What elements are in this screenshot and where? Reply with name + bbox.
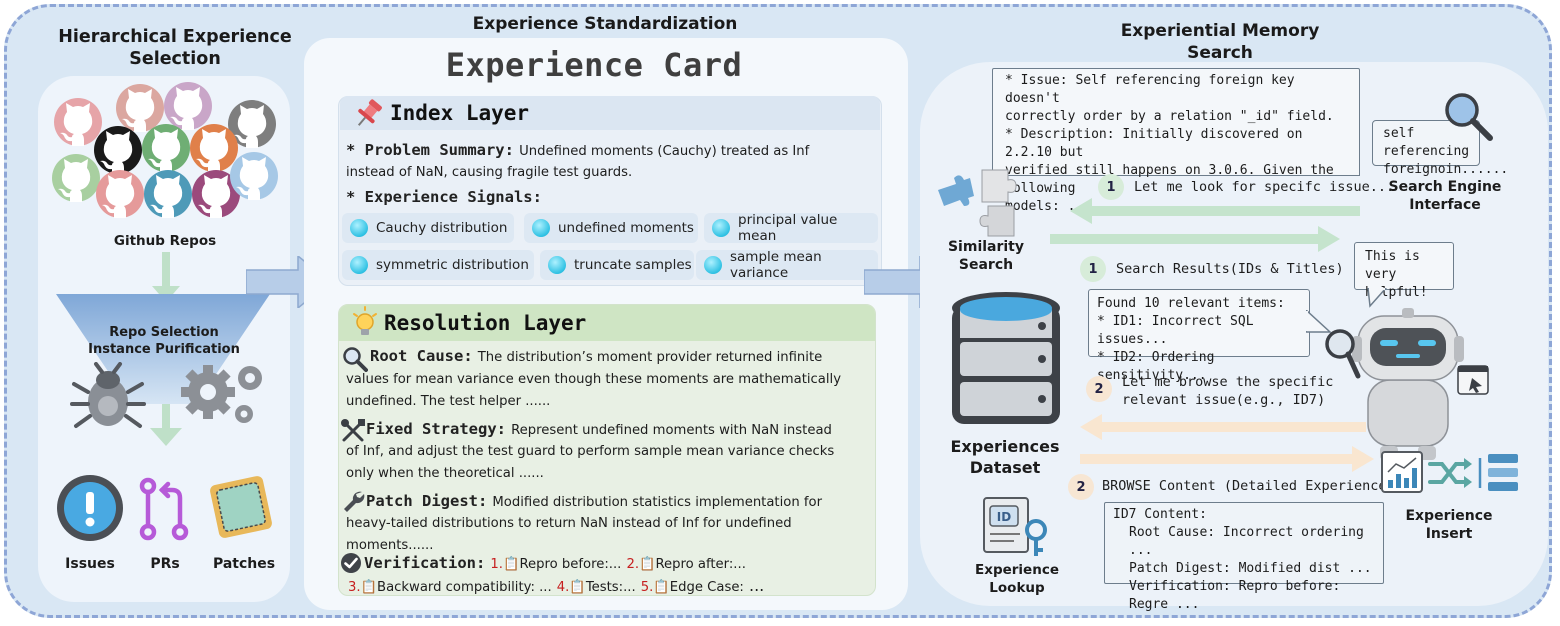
step-number-badge: 1 <box>1098 174 1124 200</box>
signal-dot-icon <box>350 219 368 237</box>
id-card-icon: ID <box>983 497 1047 556</box>
root-cause-line-3: undefined. The test helper ...... <box>346 394 551 409</box>
arrow-step-1-results <box>1050 226 1340 252</box>
id7-content-card: ID7 Content: Root Cause: Incorrect order… <box>1104 502 1384 612</box>
wrench-icon <box>344 491 365 512</box>
prs-label: PRs <box>150 556 180 572</box>
resolution-layer-title: Resolution Layer <box>384 311 587 335</box>
root-cause-label: Root Cause: <box>370 347 473 365</box>
step-number-badge: 1 <box>1080 256 1106 282</box>
signal-chip: undefined moments <box>524 213 698 243</box>
experience-lookup-label: Experience Lookup <box>975 562 1059 596</box>
patch-digest-line-1: Patch Digest: Modified distribution stat… <box>366 492 823 510</box>
arrow-step-2-content <box>1080 446 1374 472</box>
left-panel-title: Hierarchical Experience Selection <box>58 27 292 69</box>
signal-chip: symmetric distribution <box>342 250 534 280</box>
resolution-layer-box <box>338 304 876 596</box>
signal-dot-icon <box>548 256 566 274</box>
root-cause-line-2: values for mean variance even though the… <box>346 372 842 387</box>
signal-dot-icon <box>712 219 730 237</box>
issues-icon <box>57 475 123 541</box>
issues-label: Issues <box>65 556 115 572</box>
signal-chip: Cauchy distribution <box>342 213 514 243</box>
github-repos-label: Github Repos <box>113 233 217 249</box>
funnel-shape <box>56 294 270 404</box>
search-engine-interface-label: Search Engine Interface <box>1388 179 1502 213</box>
resolution-layer-header <box>339 305 875 341</box>
step-number-badge: 2 <box>1068 474 1094 500</box>
verification-label: Verification: <box>364 554 486 572</box>
patch-digest-line-3: moments...... <box>346 538 434 553</box>
step-1-results-text: Search Results(IDs & Titles) <box>1116 261 1344 277</box>
svg-text:ID: ID <box>997 510 1011 524</box>
patch-digest-line-2: heavy-tailed distributions to return NaN… <box>346 516 792 531</box>
root-cause-line-1: Root Cause: The distribution’s moment pr… <box>370 347 823 365</box>
problem-summary: * Problem Summary: Undefined moments (Ca… <box>346 140 876 163</box>
signal-chip: sample mean variance <box>696 249 878 281</box>
puzzle-icon <box>938 169 1017 237</box>
clipboard-icon: 📋 <box>360 580 378 595</box>
lightbulb-icon <box>353 306 377 335</box>
step-number-badge: 2 <box>1086 376 1112 402</box>
gears-icon <box>181 365 262 423</box>
search-icon <box>1445 93 1493 141</box>
magnifier-icon <box>343 347 368 372</box>
results-box-pointer <box>1306 310 1332 333</box>
signal-dot-icon <box>350 256 368 274</box>
experiences-dataset-label: Experiences Dataset <box>950 437 1060 477</box>
index-layer-title: Index Layer <box>390 101 530 125</box>
similarity-search-label: Similarity Search <box>947 239 1025 273</box>
shuffle-icon <box>1428 462 1468 484</box>
step-1-request-text: Let me look for specifc issue... <box>1134 179 1395 195</box>
step-2-content-text: BROWSE Content (Detailed Experience) <box>1102 478 1395 494</box>
signal-dot-icon <box>704 256 722 274</box>
robot-assistant-icon <box>1325 308 1489 460</box>
verification-line-2: 3.📋Backward compatibility: ... 4.📋Tests:… <box>348 576 765 595</box>
tools-icon <box>341 419 365 442</box>
clipboard-icon: 📋 <box>639 557 656 572</box>
pull-request-icon <box>139 477 189 541</box>
search-query-box[interactable]: self referencing foreignoin...... <box>1372 120 1508 177</box>
fixed-strategy-line-3: only when the theoretical ...... <box>346 466 544 481</box>
signal-chip: truncate samples <box>540 250 694 280</box>
list-structure-icon <box>1478 454 1518 491</box>
check-circle-icon <box>341 553 361 573</box>
arrow-step-2-request <box>1080 414 1366 440</box>
patches-label: Patches <box>212 556 276 572</box>
experiential-memory-search-title: Experiential Memory Search <box>1120 21 1320 63</box>
patch-digest-label: Patch Digest: <box>366 492 488 510</box>
patches-icon <box>210 476 272 538</box>
fixed-strategy-line-1: Fixed Strategy: Represent undefined mome… <box>366 420 832 438</box>
experience-standardization-title: Experience Standardization <box>472 14 738 34</box>
problem-summary-text-1: Undefined moments (Cauchy) treated as In… <box>519 144 810 159</box>
github-logo-cluster <box>52 82 278 218</box>
experience-signals-label: * Experience Signals: <box>346 188 542 206</box>
database-icon <box>952 292 1060 424</box>
bug-icon <box>70 362 146 428</box>
fixed-strategy-label: Fixed Strategy: <box>366 420 506 438</box>
problem-summary-text-2: instead of NaN, causing fragile test gua… <box>346 165 633 180</box>
arrow-step-1-request <box>1070 198 1360 224</box>
clipboard-icon: 📋 <box>653 580 670 595</box>
clipboard-icon: 📋 <box>569 580 586 595</box>
verification-line-1: Verification: 1.📋Repro before:... 2.📋Rep… <box>364 554 746 572</box>
problem-summary-label: * Problem Summary: <box>346 141 514 159</box>
experience-insert-icons <box>1381 451 1518 493</box>
experience-card-title: Experience Card <box>445 46 743 84</box>
search-results-box: Found 10 relevant items: * ID1: Incorrec… <box>1088 289 1310 383</box>
pushpin-icon <box>357 99 382 126</box>
step-2-request-text: Let me browse the specific relevant issu… <box>1122 374 1334 408</box>
experience-insert-label: Experience Insert <box>1405 508 1493 542</box>
issue-description-card: * Issue: Self referencing foreign key do… <box>992 68 1360 214</box>
helpful-speech-bubble: This is very helpful! <box>1354 242 1454 300</box>
clipboard-icon: 📋 <box>503 557 520 572</box>
speech-tail <box>1367 288 1388 308</box>
signal-dot-icon <box>532 219 550 237</box>
funnel-label: Repo Selection Instance Purification <box>88 325 240 357</box>
fixed-strategy-line-2: of Inf, and adjust the test guard to per… <box>346 444 835 459</box>
signal-chip: principal value mean <box>704 212 878 244</box>
index-layer-header <box>340 96 880 130</box>
